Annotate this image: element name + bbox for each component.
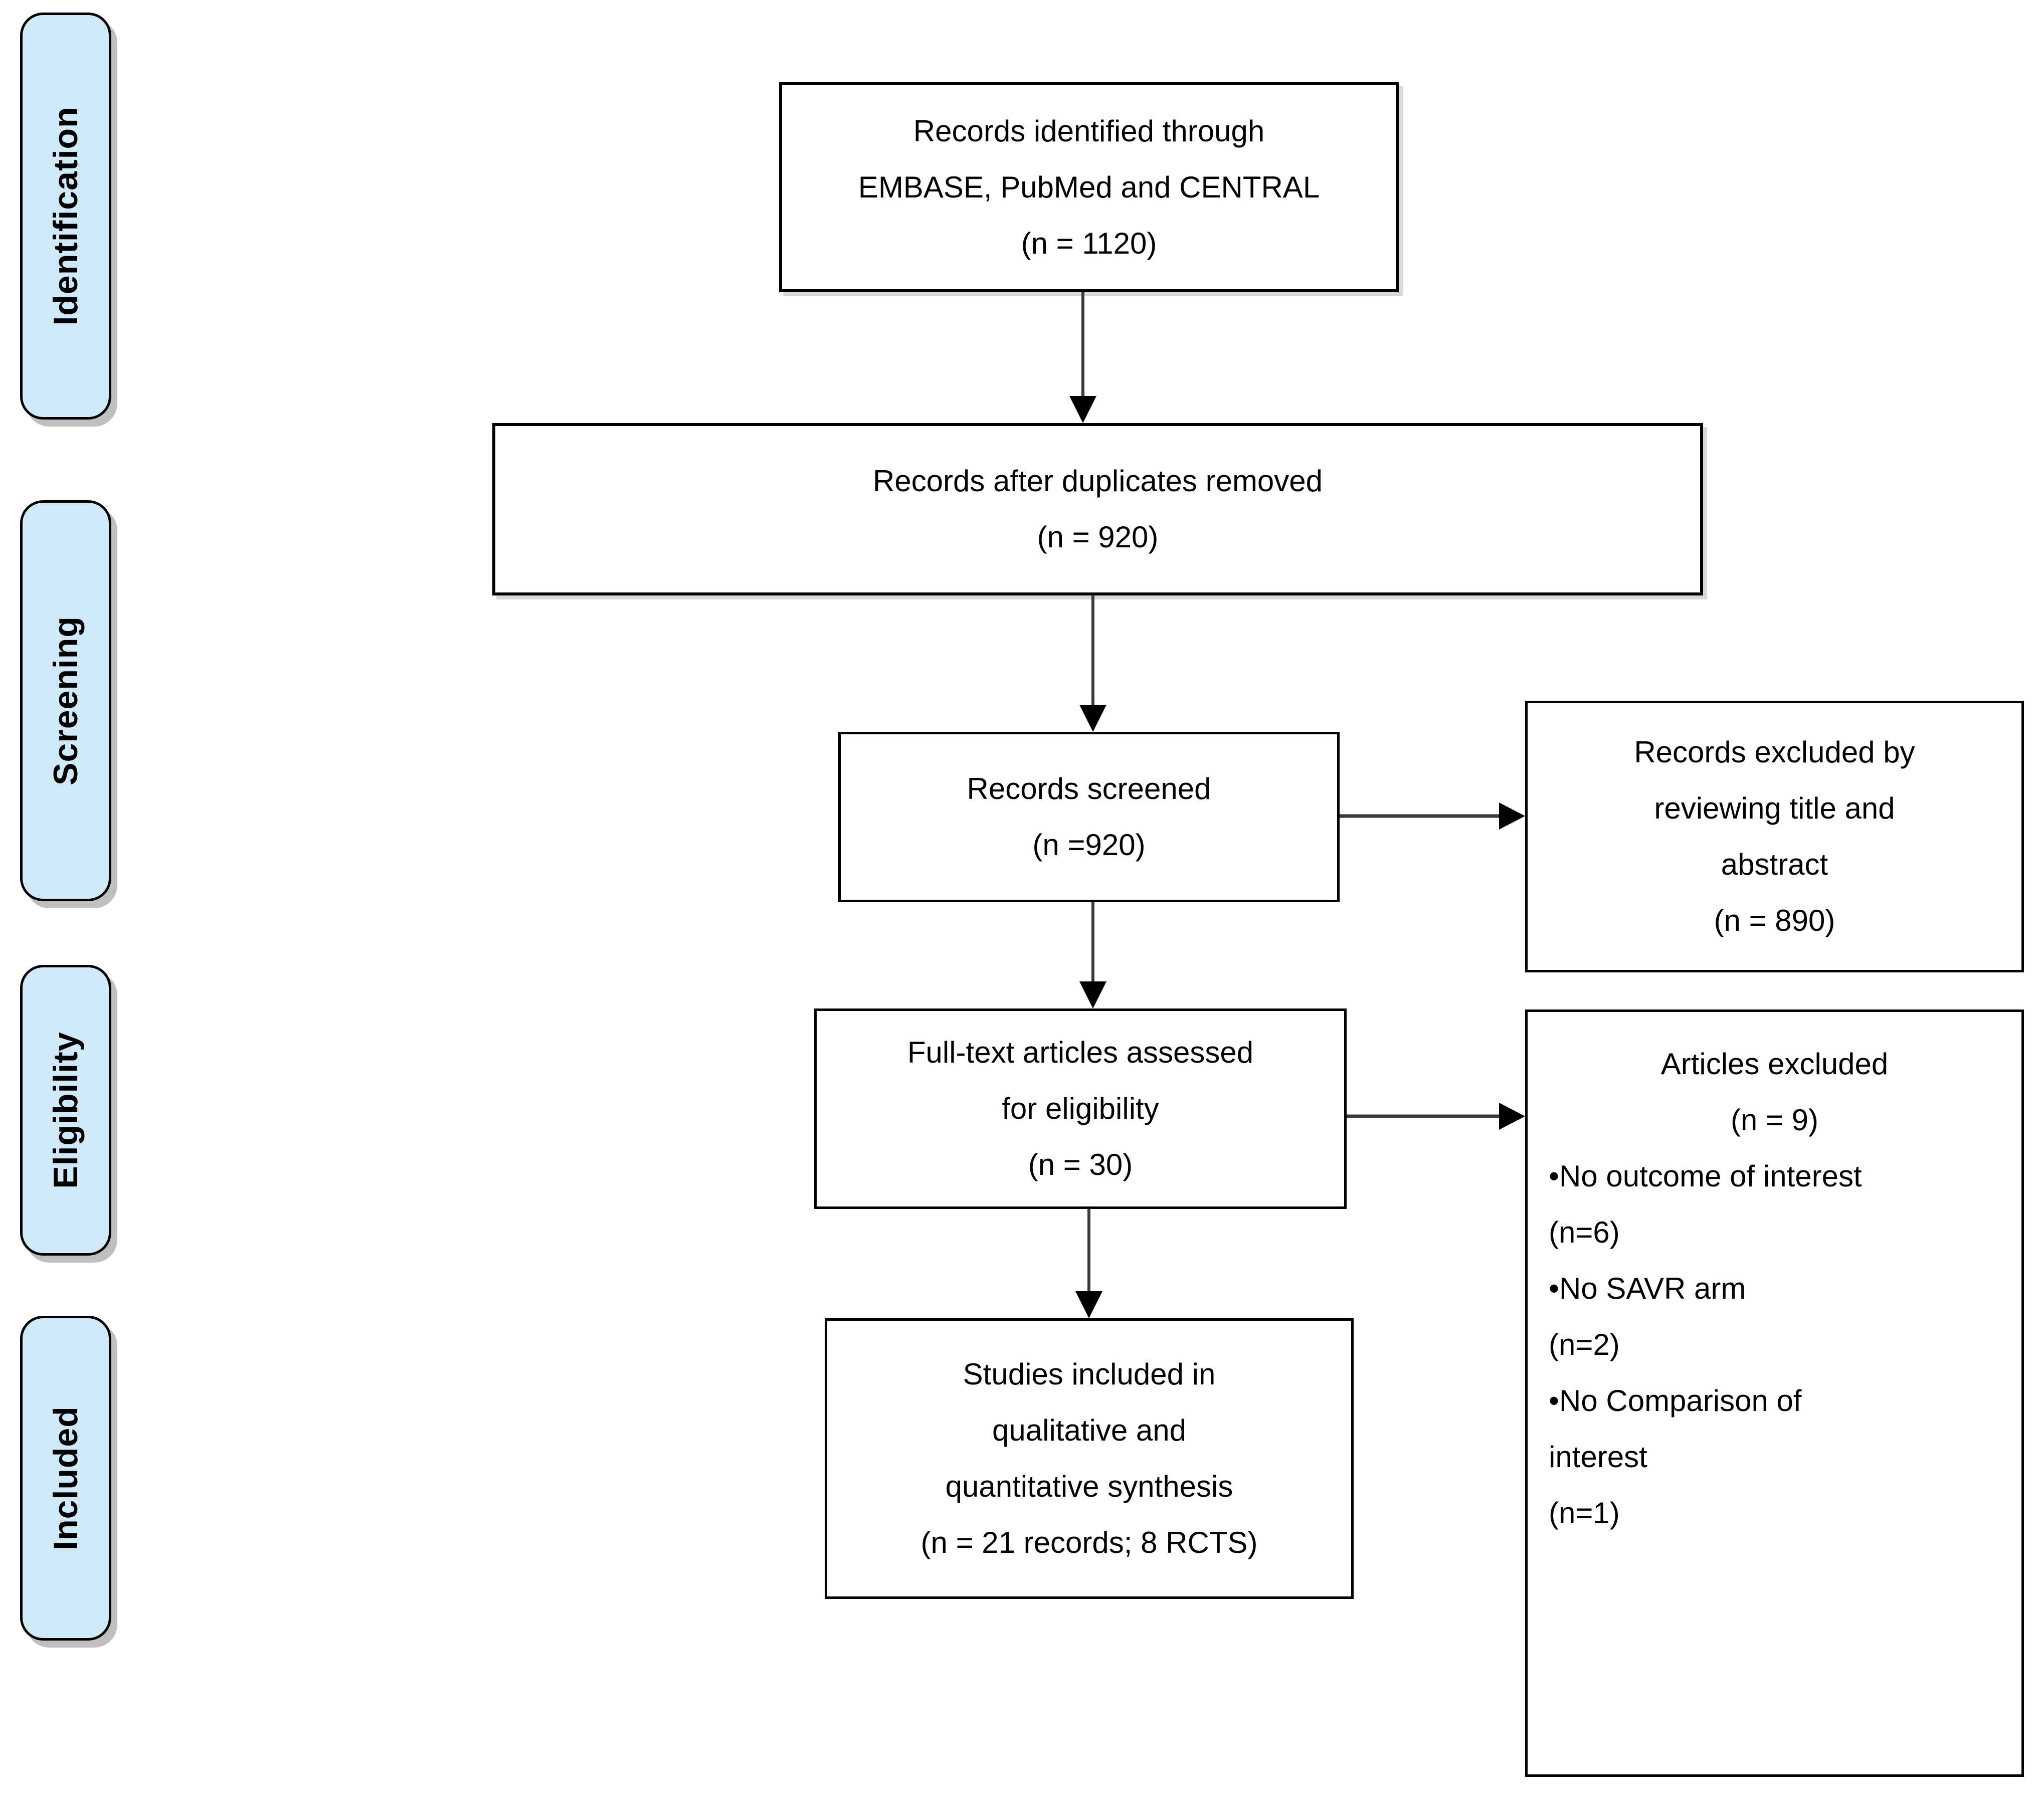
box-records-identified-line: Records identified through (913, 114, 1265, 148)
exclusion-reason: •No Comparison of (1549, 1384, 1802, 1418)
box-records-after-duplicates-count: (n = 920) (1037, 520, 1159, 554)
box-records-identified-line: EMBASE, PubMed and CENTRAL (858, 170, 1320, 204)
arrowhead-down-icon (1069, 396, 1096, 423)
exclusion-reason: •No outcome of interest (1549, 1159, 1862, 1193)
box-records-after-duplicates: Records after duplicates removed (n = 92… (492, 423, 1703, 595)
box-records-screened: Records screened (n =920) (838, 732, 1340, 902)
stage-identification-label: Identification (47, 106, 85, 326)
box-records-screened-count: (n =920) (1032, 828, 1146, 862)
arrow-stem (1340, 814, 1501, 818)
arrow-full-text-to-articles-excluded (1347, 1103, 1525, 1130)
arrow-stem (1091, 902, 1094, 983)
stage-screening-label: Screening (47, 616, 85, 785)
box-full-text-assessed: Full-text articles assessed for eligibil… (814, 1008, 1347, 1209)
box-full-text-assessed-line: Full-text articles assessed (907, 1036, 1254, 1069)
arrow-stem (1081, 292, 1084, 398)
box-records-excluded-line: Records excluded by (1634, 735, 1915, 769)
exclusion-reason-count: (n=6) (1549, 1216, 1620, 1249)
arrow-stem (1091, 595, 1094, 707)
box-records-excluded-line: reviewing title and (1654, 791, 1895, 825)
stage-included: Included (20, 1316, 111, 1641)
box-studies-included-count: (n = 21 records; 8 RCTS) (920, 1526, 1258, 1559)
arrow-full-text-to-studies-included (1075, 1209, 1102, 1318)
box-records-excluded-line: abstract (1721, 848, 1828, 881)
box-studies-included-line: quantitative synthesis (945, 1470, 1233, 1503)
stage-screening: Screening (20, 500, 111, 901)
exclusion-reason: •No SAVR arm (1549, 1272, 1746, 1305)
box-articles-excluded: Articles excluded (n = 9) •No outcome of… (1525, 1009, 2024, 1777)
box-records-identified: Records identified through EMBASE, PubMe… (779, 82, 1399, 292)
exclusion-reason-count: (n=1) (1549, 1496, 1620, 1530)
arrow-screened-to-full-text (1079, 902, 1106, 1008)
stage-eligibility-label: Eligibility (47, 1032, 85, 1189)
box-records-excluded-count: (n = 890) (1714, 904, 1835, 937)
box-articles-excluded-title: Articles excluded (1660, 1047, 1889, 1081)
arrow-stem (1087, 1209, 1090, 1293)
exclusion-reason: interest (1549, 1440, 1647, 1474)
arrow-screened-to-excluded (1340, 802, 1525, 830)
arrow-after-duplicates-to-screened (1079, 595, 1106, 732)
arrowhead-down-icon (1079, 705, 1106, 732)
box-studies-included-line: qualitative and (992, 1413, 1186, 1447)
arrowhead-right-icon (1499, 1103, 1525, 1130)
box-records-after-duplicates-line: Records after duplicates removed (872, 464, 1323, 498)
exclusion-reason-count: (n=2) (1549, 1328, 1620, 1361)
box-records-screened-line: Records screened (967, 772, 1211, 805)
box-studies-included: Studies included in qualitative and quan… (825, 1318, 1354, 1599)
box-studies-included-line: Studies included in (963, 1357, 1216, 1391)
arrowhead-down-icon (1079, 981, 1106, 1008)
arrow-stem (1347, 1114, 1501, 1118)
stage-included-label: Included (47, 1406, 85, 1550)
box-full-text-assessed-line: for eligibility (1002, 1092, 1159, 1125)
box-full-text-assessed-count: (n = 30) (1028, 1148, 1133, 1181)
arrow-identified-to-after-duplicates (1069, 292, 1096, 423)
box-records-excluded-title-abstract: Records excluded by reviewing title and … (1525, 701, 2024, 972)
box-articles-excluded-count: (n = 9) (1730, 1103, 1819, 1137)
stage-eligibility: Eligibility (20, 965, 111, 1256)
box-records-identified-count: (n = 1120) (1021, 226, 1157, 260)
arrowhead-down-icon (1075, 1291, 1102, 1318)
arrowhead-right-icon (1499, 802, 1525, 830)
stage-identification: Identification (20, 13, 111, 420)
